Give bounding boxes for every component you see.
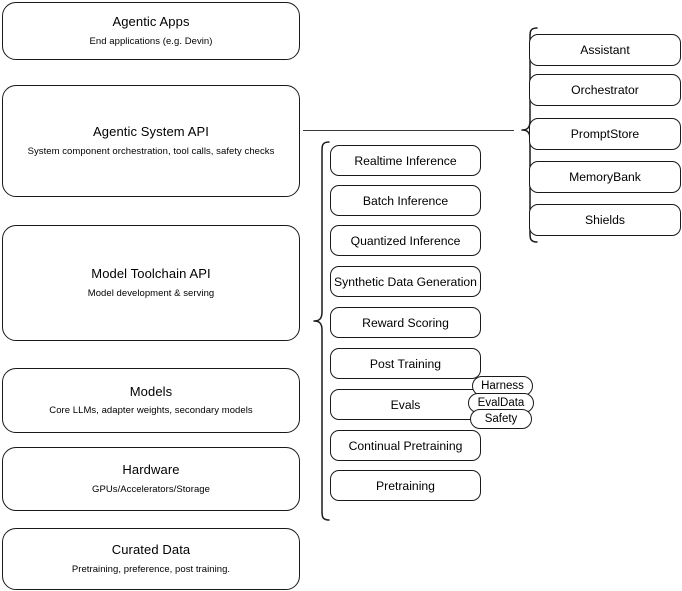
- layer-title: Models: [129, 383, 173, 399]
- system-item-label: Assistant: [580, 43, 630, 57]
- toolchain-item-reward-scoring[interactable]: Reward Scoring: [330, 307, 481, 338]
- system-item-label: MemoryBank: [569, 170, 641, 184]
- layer-title: Hardware: [122, 462, 180, 478]
- layer-box-hardware[interactable]: Hardware GPUs/Accelerators/Storage: [2, 447, 300, 511]
- layer-subtitle: System component orchestration, tool cal…: [27, 145, 275, 157]
- layer-subtitle: Pretraining, preference, post training.: [71, 563, 231, 575]
- layer-box-curated-data[interactable]: Curated Data Pretraining, preference, po…: [2, 528, 300, 590]
- toolchain-item-batch-inference[interactable]: Batch Inference: [330, 185, 481, 216]
- toolchain-item-quantized-inference[interactable]: Quantized Inference: [330, 225, 481, 256]
- evals-badge-label: Safety: [484, 413, 518, 425]
- toolchain-item-label: Continual Pretraining: [348, 438, 463, 453]
- layer-box-model-toolchain-api[interactable]: Model Toolchain API Model development & …: [2, 225, 300, 341]
- toolchain-item-realtime-inference[interactable]: Realtime Inference: [330, 145, 481, 176]
- evals-badge-label: Harness: [481, 380, 524, 392]
- system-item-assistant[interactable]: Assistant: [529, 34, 681, 66]
- layer-subtitle: End applications (e.g. Devin): [89, 35, 213, 47]
- toolchain-item-post-training[interactable]: Post Training: [330, 348, 481, 379]
- layer-box-agentic-apps[interactable]: Agentic Apps End applications (e.g. Devi…: [2, 2, 300, 60]
- toolchain-item-label: Evals: [390, 397, 421, 412]
- layer-title: Model Toolchain API: [91, 266, 211, 282]
- system-item-label: Orchestrator: [571, 83, 639, 97]
- layer-title: Curated Data: [111, 542, 191, 558]
- toolchain-item-label: Synthetic Data Generation: [334, 274, 477, 289]
- layer-title: Agentic Apps: [112, 14, 190, 30]
- toolchain-item-label: Reward Scoring: [362, 315, 449, 330]
- system-item-orchestrator[interactable]: Orchestrator: [529, 74, 681, 106]
- brace-toolchain: [313, 141, 330, 521]
- system-item-shields[interactable]: Shields: [529, 204, 681, 236]
- layer-subtitle: Core LLMs, adapter weights, secondary mo…: [49, 405, 253, 417]
- system-item-memorybank[interactable]: MemoryBank: [529, 161, 681, 193]
- toolchain-item-label: Post Training: [369, 356, 442, 371]
- system-item-label: Shields: [585, 213, 625, 227]
- toolchain-item-pretraining[interactable]: Pretraining: [330, 470, 481, 501]
- evals-badge-label: EvalData: [477, 397, 525, 409]
- system-item-label: PromptStore: [570, 127, 640, 141]
- layer-subtitle: Model development & serving: [87, 287, 215, 299]
- toolchain-item-label: Pretraining: [376, 478, 435, 493]
- brace-system-components: [521, 27, 538, 243]
- system-item-promptstore[interactable]: PromptStore: [529, 118, 681, 150]
- toolchain-item-continual-pretraining[interactable]: Continual Pretraining: [330, 430, 481, 461]
- toolchain-item-label: Realtime Inference: [354, 153, 457, 168]
- layer-subtitle: GPUs/Accelerators/Storage: [92, 483, 210, 495]
- toolchain-item-evals[interactable]: Evals: [330, 389, 481, 420]
- layer-box-models[interactable]: Models Core LLMs, adapter weights, secon…: [2, 368, 300, 433]
- toolchain-item-label: Quantized Inference: [350, 233, 461, 248]
- evals-badge-safety[interactable]: Safety: [470, 409, 532, 429]
- evals-badge-evaldata[interactable]: EvalData: [468, 393, 534, 413]
- toolchain-item-synthetic-data-generation[interactable]: Synthetic Data Generation: [330, 266, 481, 297]
- layer-box-agentic-system-api[interactable]: Agentic System API System component orch…: [2, 85, 300, 197]
- toolchain-item-label: Batch Inference: [362, 193, 449, 208]
- connector-line-system-api: [303, 130, 514, 132]
- layer-title: Agentic System API: [93, 124, 209, 140]
